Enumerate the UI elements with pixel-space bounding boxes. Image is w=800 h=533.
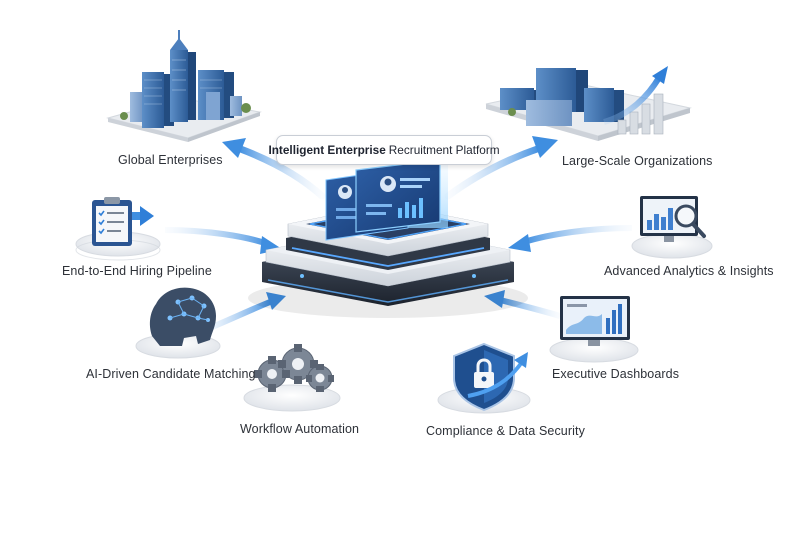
arrowhead-large (532, 136, 558, 158)
label-large-scale-organizations: Large-Scale Organizations (562, 154, 713, 168)
arrow-from-analytics (523, 225, 633, 245)
city-buildings-icon (106, 30, 262, 142)
gears-icon (243, 344, 341, 412)
label-global-enterprises: Global Enterprises (118, 153, 223, 167)
arrowhead-dashboards (484, 290, 505, 308)
office-growth-icon (485, 66, 692, 141)
flow-arrows (164, 136, 633, 335)
arrowhead-global (222, 138, 246, 158)
label-ai-matching: AI-Driven Candidate Matching (86, 367, 256, 381)
label-compliance-security: Compliance & Data Security (426, 424, 585, 438)
platform-title: Intelligent Enterprise Recruitment Platf… (268, 135, 500, 165)
arrow-from-hiring (164, 227, 269, 247)
label-workflow-automation: Workflow Automation (240, 422, 360, 436)
arrowhead-analytics (508, 234, 531, 252)
arrowhead-ai (266, 292, 286, 310)
arrow-from-dashboards (499, 297, 561, 319)
magnifier-chart-icon (631, 196, 713, 259)
label-hiring-pipeline: End-to-End Hiring Pipeline (62, 264, 212, 278)
arrow-to-global-enterprises (234, 144, 326, 200)
label-analytics-insights: Advanced Analytics & Insights (604, 264, 774, 278)
profile-cards-icon (325, 159, 441, 241)
platform-title-bold: Intelligent Enterprise (268, 143, 386, 157)
arrow-to-large-scale (444, 144, 544, 200)
clipboard-checklist-icon (75, 197, 161, 261)
central-platform-icon (248, 150, 528, 318)
shield-lock-icon (437, 342, 531, 414)
dashboard-monitor-icon (549, 296, 639, 363)
platform-title-rest: Recruitment Platform (388, 143, 500, 157)
ai-head-icon (135, 287, 221, 359)
label-executive-dashboards: Executive Dashboards (552, 367, 680, 381)
